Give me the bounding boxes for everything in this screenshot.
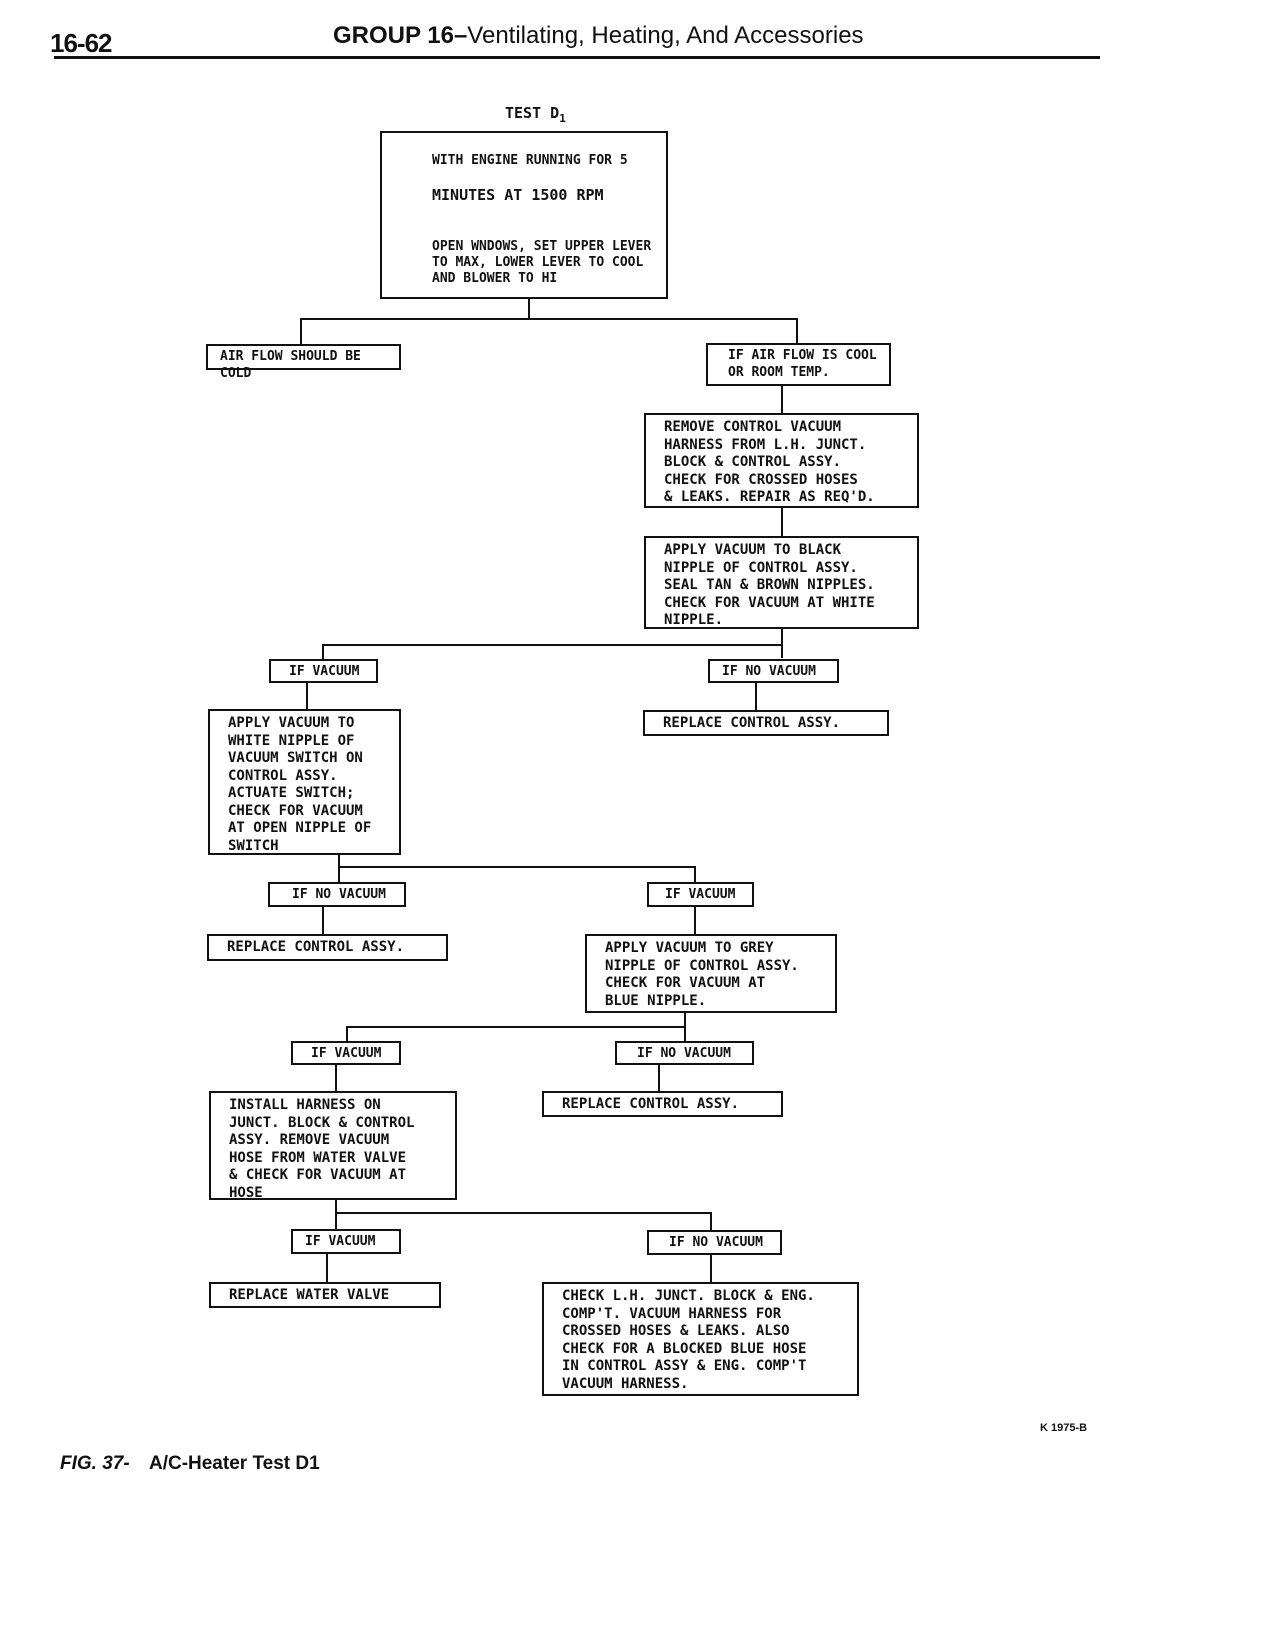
apply-grey-nipple-box: APPLY VACUUM TO GREY NIPPLE OF CONTROL A…: [585, 934, 837, 1013]
header-group: GROUP 16: [333, 22, 454, 49]
connector: [346, 1026, 686, 1028]
connector: [300, 318, 798, 320]
apply-black-nipple-box: APPLY VACUUM TO BLACK NIPPLE OF CONTROL …: [644, 536, 919, 629]
if-no-vacuum-label-2: IF NO VACUUM: [268, 882, 406, 907]
air-flow-cool-box: IF AIR FLOW IS COOL OR ROOM TEMP.: [706, 343, 891, 386]
install-harness-box: INSTALL HARNESS ON JUNCT. BLOCK & CONTRO…: [209, 1091, 457, 1201]
figure-caption: FIG. 37- A/C-Heater Test D1: [60, 1453, 320, 1475]
header-dash: –: [453, 22, 468, 49]
connector: [796, 318, 798, 343]
header-rule: [54, 56, 1100, 59]
replace-control-assy-2: REPLACE CONTROL ASSY.: [207, 934, 448, 961]
replace-control-assy-3: REPLACE CONTROL ASSY.: [542, 1091, 783, 1117]
figure-number: FIG. 37-: [60, 1453, 130, 1474]
connector: [300, 318, 302, 344]
page-number: 16-62: [50, 28, 112, 58]
connector: [326, 1253, 328, 1282]
connector: [346, 1026, 348, 1041]
if-vacuum-label-4: IF VACUUM: [291, 1229, 401, 1254]
connector: [335, 1212, 712, 1214]
if-vacuum-label-2: IF VACUUM: [647, 882, 754, 907]
connector: [694, 866, 696, 882]
connector: [322, 906, 324, 934]
test-title-subscript: 1: [559, 112, 566, 125]
replace-control-assy-1: REPLACE CONTROL ASSY.: [643, 710, 889, 736]
remove-harness-box: REMOVE CONTROL VACUUM HARNESS FROM L.H. …: [644, 413, 919, 508]
connector: [658, 1063, 660, 1091]
connector: [528, 298, 530, 320]
start-box: WITH ENGINE RUNNING FOR 5 MINUTES AT 150…: [380, 131, 668, 299]
connector: [338, 866, 696, 868]
connector: [781, 385, 783, 413]
start-line-2: MINUTES AT 1500 RPM: [432, 186, 604, 204]
header-title: Ventilating, Heating, And Accessories: [467, 22, 864, 49]
test-title: TEST D1: [505, 104, 566, 125]
start-line-3: OPEN WNDOWS, SET UPPER LEVER TO MAX, LOW…: [432, 239, 652, 286]
if-no-vacuum-label-3: IF NO VACUUM: [615, 1041, 754, 1065]
connector: [710, 1212, 712, 1230]
figure-code: K 1975-B: [1040, 1422, 1088, 1434]
connector: [781, 506, 783, 536]
if-vacuum-label-3: IF VACUUM: [291, 1041, 401, 1065]
connector: [322, 644, 324, 659]
if-no-vacuum-label-4: IF NO VACUUM: [647, 1230, 782, 1255]
test-title-text: TEST D: [505, 104, 560, 122]
connector: [322, 644, 783, 646]
connector: [306, 681, 308, 709]
connector: [694, 906, 696, 934]
if-no-vacuum-label-1: IF NO VACUUM: [708, 659, 839, 683]
if-vacuum-label-1: IF VACUUM: [269, 659, 378, 683]
page-header: GROUP 16–Ventilating, Heating, And Acces…: [333, 22, 864, 50]
connector: [781, 628, 783, 658]
connector: [710, 1253, 712, 1282]
apply-white-nipple-box: APPLY VACUUM TO WHITE NIPPLE OF VACUUM S…: [208, 709, 401, 855]
check-lh-junct-box: CHECK L.H. JUNCT. BLOCK & ENG. COMP'T. V…: [542, 1282, 859, 1396]
connector: [755, 682, 757, 710]
air-flow-cold-box: AIR FLOW SHOULD BE COLD: [206, 344, 401, 381]
figure-caption-text: A/C-Heater Test D1: [148, 1453, 320, 1474]
start-line-1: WITH ENGINE RUNNING FOR 5: [432, 153, 628, 168]
replace-water-valve-box: REPLACE WATER VALVE: [209, 1282, 441, 1308]
connector: [335, 1063, 337, 1091]
